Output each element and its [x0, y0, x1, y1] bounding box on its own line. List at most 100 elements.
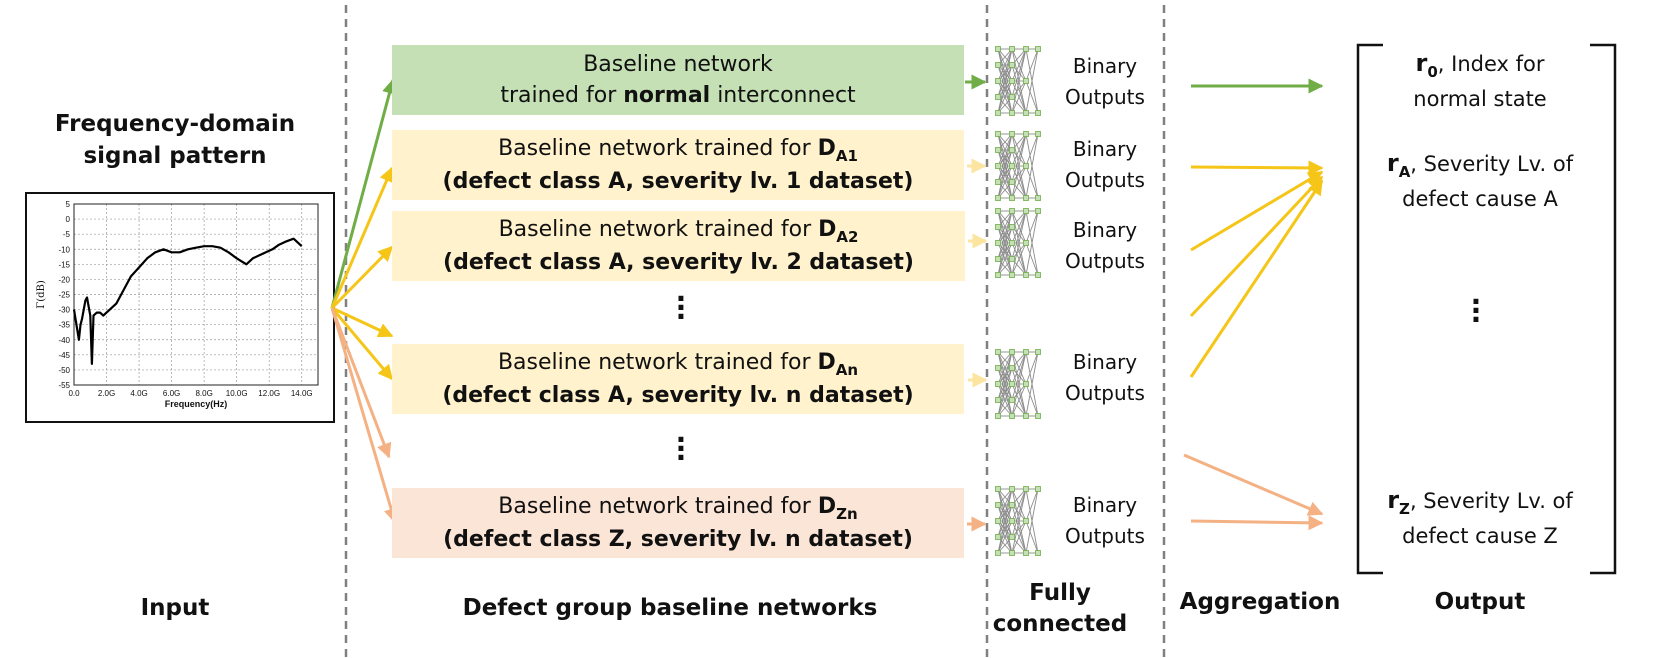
- network-a1-line2: (defect class A, severity lv. 1 dataset): [442, 169, 914, 194]
- fc-net-node: [1023, 486, 1029, 492]
- output-ra: rA, Severity Lv. of defect cause A: [1386, 149, 1574, 211]
- fc-net-node: [995, 163, 1001, 169]
- fc-net-node: [1023, 78, 1029, 84]
- fc-net-node: [1009, 78, 1015, 84]
- network-an-line1: Baseline network trained for DAn: [497, 350, 859, 379]
- network-normal-line2: trained for normal interconnect: [500, 83, 856, 108]
- fc-net-node: [995, 365, 1001, 371]
- network-zn-line1: Baseline network trained for DZn: [498, 494, 858, 523]
- fc-net-node: [1009, 349, 1015, 355]
- fc-net-node: [1009, 94, 1015, 100]
- fc-net-edge: [997, 351, 1013, 385]
- fc-net-edge: [997, 520, 1013, 554]
- fc-net-edge: [1025, 48, 1039, 114]
- network-normal-line1: Baseline network: [583, 52, 773, 77]
- ellipsis-networks-2: ···: [675, 423, 687, 474]
- footer-output: Output: [1434, 589, 1526, 615]
- fc-net-node: [1009, 179, 1015, 185]
- arrow-input-zn: [330, 307, 399, 524]
- plot-ytick-label: -25: [58, 291, 70, 300]
- fc-net-node: [1009, 550, 1015, 556]
- network-a1-line1: Baseline network trained for DA1: [498, 136, 858, 165]
- fc-net-node: [1009, 502, 1015, 508]
- fc-net-edge: [997, 488, 1013, 538]
- plot-ytick-label: -55: [58, 381, 70, 390]
- arrow-input-mid-orange: [330, 307, 392, 459]
- fc-net-edge: [1025, 133, 1039, 167]
- plot-xtick-label: 8.0G: [195, 389, 212, 398]
- fc-net-node: [1023, 110, 1029, 116]
- fc-net-node: [1023, 381, 1029, 387]
- fc-net-node: [1023, 550, 1029, 556]
- network-an-line2: (defect class A, severity lv. n dataset): [442, 383, 914, 408]
- arrow-agg-zn: [1190, 515, 1324, 531]
- plot-ytick-label: -35: [58, 321, 70, 330]
- fc-net-node: [1009, 256, 1015, 262]
- fc-network-icons: [995, 46, 1041, 556]
- fc-net-edge: [997, 149, 1013, 199]
- fc-net-node: [995, 224, 1001, 230]
- arrow-input-mid-yellow: [331, 306, 394, 338]
- fc-net-node: [1035, 195, 1041, 201]
- plot-ytick-label: -45: [58, 351, 70, 360]
- fc-net-icon-normal: [995, 46, 1041, 116]
- fc-net-edge: [1011, 488, 1027, 554]
- fc-net-node: [1035, 208, 1041, 214]
- fc-net-node: [995, 131, 1001, 137]
- arrow-input-normal: [330, 78, 397, 309]
- fc-net-edge: [997, 48, 1013, 82]
- fc-net-node: [1009, 272, 1015, 278]
- network-a2: Baseline network trained for DA2 (defect…: [392, 211, 965, 281]
- fc-net-node: [995, 272, 1001, 278]
- network-a1: Baseline network trained for DA1 (defect…: [392, 130, 964, 200]
- output-bracket-right: [1590, 43, 1617, 575]
- fc-net-edge: [1011, 488, 1027, 522]
- fc-net-node: [1035, 413, 1041, 419]
- fc-net-node: [995, 518, 1001, 524]
- fc-net-node: [995, 413, 1001, 419]
- arrow-input-a1: [330, 166, 394, 309]
- fc-net-edge: [997, 226, 1013, 276]
- fc-net-edge: [1011, 210, 1027, 260]
- fc-net-node: [1009, 486, 1015, 492]
- fc-net-edge: [1025, 210, 1039, 276]
- fc-net-edge: [1011, 210, 1027, 244]
- fc-net-node: [995, 381, 1001, 387]
- arrow-agg-a1: [1190, 160, 1324, 176]
- fc-net-edge: [1011, 133, 1027, 199]
- fc-net-edge: [997, 48, 1013, 114]
- fc-net-node: [1009, 518, 1015, 524]
- binary-outputs-a2: Binary Outputs: [1065, 218, 1145, 273]
- plot-xtick-label: 4.0G: [130, 389, 147, 398]
- fc-net-edge: [1025, 48, 1039, 82]
- fc-net-node: [1009, 131, 1015, 137]
- fc-net-edge: [997, 383, 1013, 417]
- fc-net-edge: [997, 80, 1013, 114]
- fc-net-edge: [997, 133, 1013, 183]
- fc-net-node: [1023, 518, 1029, 524]
- fc-net-edge: [997, 351, 1013, 401]
- fc-net-edge: [1025, 133, 1039, 199]
- fc-net-node: [1009, 381, 1015, 387]
- fc-net-edge: [1025, 520, 1039, 554]
- fc-net-edge: [1011, 48, 1027, 114]
- network-zn: Baseline network trained for DZn (defect…: [392, 488, 964, 558]
- fc-net-node: [995, 94, 1001, 100]
- ellipsis-output: ···: [1470, 285, 1482, 336]
- fc-net-edge: [1025, 383, 1039, 417]
- fc-net-edge: [1025, 165, 1039, 199]
- signal-plot-frame: [25, 192, 335, 423]
- fc-net-node: [1023, 272, 1029, 278]
- arrow-agg-a2: [1190, 170, 1324, 252]
- input-title-line2: signal pattern: [83, 143, 267, 169]
- plot-ytick-label: -15: [58, 260, 70, 269]
- fc-net-node: [995, 46, 1001, 52]
- fc-net-node: [995, 534, 1001, 540]
- fc-net-icon-an: [995, 349, 1041, 419]
- fc-net-edge: [997, 48, 1013, 98]
- fc-net-node: [1009, 534, 1015, 540]
- fc-net-edge: [1011, 520, 1027, 554]
- fc-net-node: [995, 256, 1001, 262]
- output-bracket-left: [1356, 43, 1383, 575]
- fc-net-edge: [1025, 210, 1039, 244]
